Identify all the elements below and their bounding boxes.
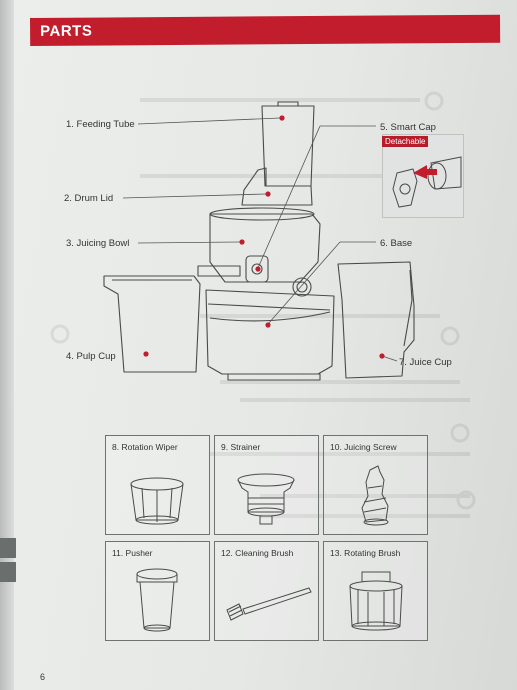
label-feeding-tube: 1. Feeding Tube [66, 119, 135, 130]
label-juice-cup: 7. Juice Cup [399, 357, 452, 368]
juicing-bowl-drawing [209, 213, 321, 283]
label-drum-lid: 2. Drum Lid [64, 193, 114, 204]
pulp-cup-drawing [103, 275, 201, 373]
base-drawing [205, 289, 335, 375]
box-caption: 8. Rotation Wiper [112, 442, 178, 452]
marker-dot [265, 322, 271, 328]
side-tab [0, 562, 16, 582]
box-juicing-screw: 10. Juicing Screw [323, 435, 428, 535]
page-number: 6 [40, 672, 46, 682]
box-pusher: 11. Pusher [105, 541, 210, 641]
marker-dot [279, 115, 285, 121]
label-smart-cap: 5. Smart Cap [380, 122, 436, 133]
detachable-badge: Detachable [382, 136, 429, 147]
box-rotation-wiper: 8. Rotation Wiper [105, 435, 210, 535]
side-tab [0, 538, 16, 558]
label-pulp-cup: 4. Pulp Cup [66, 351, 116, 362]
detach-arrow-icon [413, 165, 437, 179]
strainer-drawing [237, 473, 295, 525]
cleaning-brush-drawing [226, 587, 312, 621]
box-caption: 13. Rotating Brush [330, 548, 401, 558]
pusher-drawing [136, 568, 178, 632]
marker-dot [265, 191, 271, 197]
marker-dot [379, 353, 385, 359]
marker-dot [255, 266, 261, 272]
rotating-brush-drawing [349, 571, 403, 631]
box-caption: 9. Strainer [221, 442, 261, 452]
marker-dot [239, 239, 245, 245]
label-juicing-bowl: 3. Juicing Bowl [66, 238, 130, 249]
box-caption: 10. Juicing Screw [330, 442, 397, 452]
juice-cup-drawing [337, 261, 415, 379]
box-caption: 12. Cleaning Brush [221, 548, 294, 558]
marker-dot [143, 351, 149, 357]
box-caption: 11. Pusher [112, 548, 153, 558]
label-base: 6. Base [380, 238, 413, 249]
box-rotating-brush: 13. Rotating Brush [323, 541, 428, 641]
box-strainer: 9. Strainer [214, 435, 319, 535]
binding-gutter [0, 0, 14, 690]
box-cleaning-brush: 12. Cleaning Brush [214, 541, 319, 641]
smart-cap-inset [382, 134, 464, 218]
feeding-tube-drawing [261, 105, 315, 187]
rotation-wiper-drawing [130, 477, 184, 525]
drum-lid-drawing [241, 167, 313, 206]
juicing-screw-drawing [361, 465, 389, 526]
